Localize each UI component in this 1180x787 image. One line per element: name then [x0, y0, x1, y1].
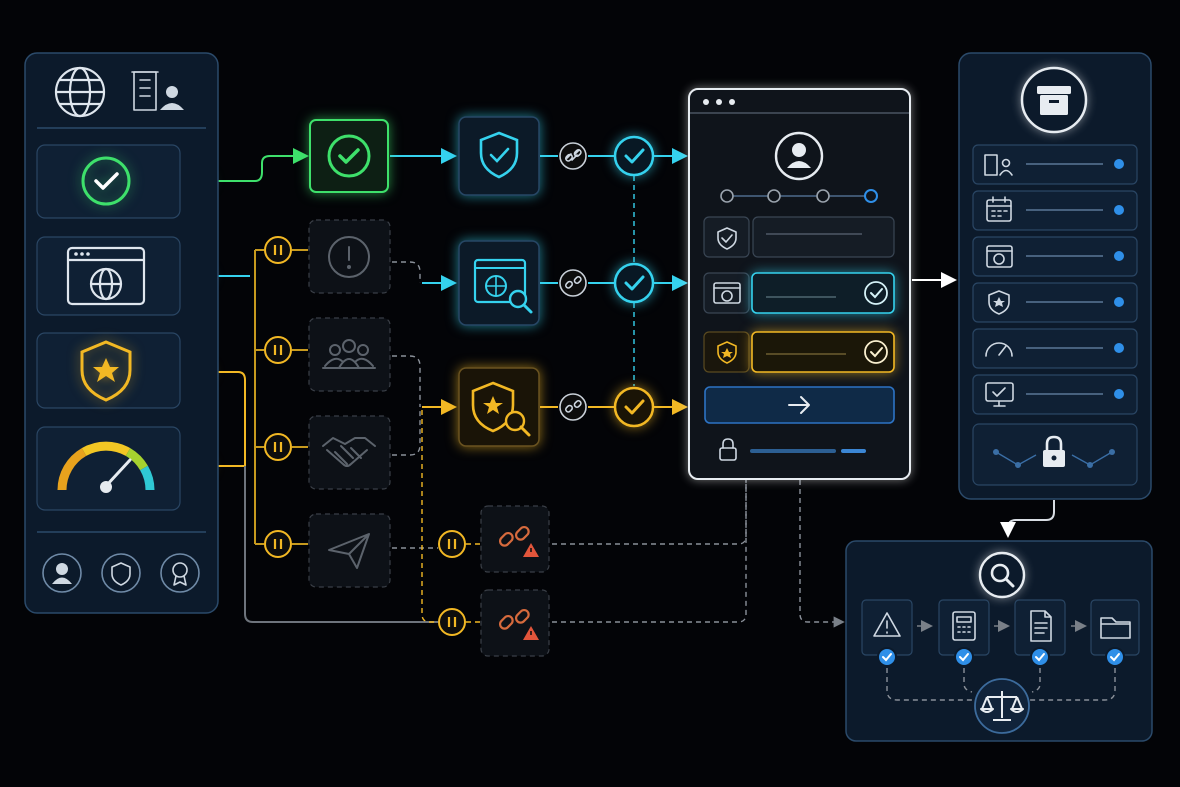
calculator-icon — [952, 611, 976, 641]
handshake-icon — [322, 437, 376, 467]
browser-search-icon — [458, 240, 540, 326]
lock-icon — [719, 438, 737, 461]
group-icon — [322, 339, 376, 369]
left-sources-panel — [24, 52, 219, 614]
gauge-icon — [57, 441, 155, 493]
right-records-panel — [958, 52, 1152, 500]
record-rows — [972, 144, 1138, 415]
shield-star-icon — [717, 341, 737, 364]
send-icon — [328, 533, 370, 569]
document-icon — [1030, 610, 1052, 642]
check-circle-icon — [81, 156, 131, 206]
shield-icon — [101, 553, 141, 593]
broken-link-warning-icon — [498, 608, 539, 640]
folder-icon — [1100, 617, 1131, 639]
monitor-check-icon — [972, 374, 1138, 415]
browser-globe-icon — [66, 246, 146, 306]
connector-lines — [180, 148, 1055, 628]
login-window — [688, 88, 911, 480]
shield-star-icon — [80, 340, 132, 402]
alert-icon — [328, 236, 370, 278]
warning-icon — [873, 612, 901, 637]
verified-web-field[interactable] — [751, 272, 895, 314]
calendar-icon — [972, 190, 1138, 231]
scales-icon — [974, 678, 1030, 734]
building-user-icon — [972, 144, 1138, 185]
pause-badges — [264, 236, 466, 636]
gauge-icon — [972, 328, 1138, 369]
arrow-right-icon — [788, 396, 810, 414]
audit-steps — [861, 599, 1140, 667]
chain-link-nodes — [559, 142, 587, 421]
shield-star-search-icon — [458, 367, 540, 447]
globe-icon — [54, 66, 106, 118]
shield-star-icon — [972, 282, 1138, 323]
browser-globe-icon — [972, 236, 1138, 277]
user-icon — [42, 553, 82, 593]
broken-link-warning-icon — [498, 525, 539, 557]
archive-box-icon — [1020, 66, 1088, 134]
check-icon-node — [309, 119, 389, 193]
browser-globe-icon — [713, 282, 741, 304]
audit-panel — [845, 540, 1153, 742]
text-field[interactable] — [752, 216, 895, 258]
verification-check-nodes — [613, 135, 655, 428]
middle-pending-column — [308, 219, 550, 657]
progress-steps — [720, 189, 878, 203]
middle-active-column — [309, 116, 540, 447]
avatar — [774, 131, 824, 181]
verified-trust-field[interactable] — [751, 331, 895, 373]
lock-network-icon — [972, 423, 1138, 486]
source-card-score[interactable] — [36, 426, 181, 511]
building-user-icon — [131, 71, 184, 111]
magnifier-icon — [978, 551, 1026, 599]
shield-icon — [717, 227, 737, 250]
award-icon — [160, 553, 200, 593]
shield-check-node — [458, 116, 540, 196]
